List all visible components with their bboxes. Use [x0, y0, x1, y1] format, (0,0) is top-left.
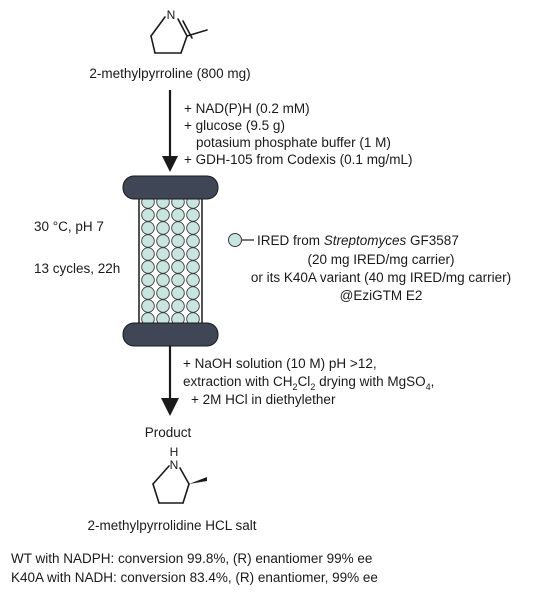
workup-extraction: extraction with CH2Cl2 drying with MgSO4…: [183, 374, 434, 392]
enzyme-bead: [156, 260, 170, 274]
enzyme-bead: [156, 234, 170, 248]
result-wt: WT with NADPH: conversion 99.8%, (R) ena…: [11, 551, 372, 566]
enzyme-loading-wt: (20 mg IRED/mg carrier): [307, 252, 454, 267]
enzyme-bead: [171, 208, 185, 222]
enzyme-bead: [171, 273, 185, 287]
workup-hcl: + 2M HCl in diethylether: [191, 392, 336, 407]
product-atom-h: H: [170, 445, 179, 459]
substrate-structure: N: [150, 8, 208, 54]
enzyme-source: IRED from Streptomyces GF3587: [257, 233, 459, 248]
enzyme-bead: [186, 299, 200, 313]
enzyme-bead: [141, 273, 155, 287]
reagent-gdh: + GDH-105 from Codexis (0.1 mg/mL): [184, 152, 412, 167]
enzyme-bead: [171, 234, 185, 248]
enzyme-bead: [186, 273, 200, 287]
enzyme-bead: [171, 221, 185, 235]
enzyme-bead: [171, 247, 185, 261]
substrate-name: 2-methylpyrroline (800 mg): [89, 66, 250, 81]
stereo-wedge-bond: [189, 477, 207, 484]
enzyme-bead: [141, 208, 155, 222]
condition-cycles: 13 cycles, 22h: [34, 261, 120, 276]
enzyme-bead: [141, 247, 155, 261]
reactor-bottom-cap: [122, 322, 219, 347]
enzyme-bead: [186, 234, 200, 248]
enzyme-bead: [156, 273, 170, 287]
enzyme-bead: [156, 286, 170, 300]
packed-bed-reactor: [122, 175, 219, 347]
condition-temperature: 30 °C, pH 7: [34, 219, 104, 234]
enzyme-loading-k40a: or its K40A variant (40 mg IRED/mg carri…: [251, 270, 511, 285]
enzyme-bead: [171, 260, 185, 274]
product-name: 2-methylpyrrolidine HCL salt: [87, 518, 256, 533]
enzyme-bead: [141, 260, 155, 274]
enzyme-bead: [186, 208, 200, 222]
bead-legend-icon: [228, 233, 242, 247]
result-k40a: K40A with NADH: conversion 83.4%, (R) en…: [11, 570, 378, 585]
product-structure: H N: [152, 445, 207, 504]
substrate-atom-n: N: [167, 8, 176, 22]
reagent-buffer: potasium phosphate buffer (1 M): [196, 135, 391, 150]
enzyme-bead: [141, 299, 155, 313]
enzyme-bead: [156, 299, 170, 313]
enzyme-bead: [186, 260, 200, 274]
enzyme-bead: [141, 286, 155, 300]
product-atom-n: N: [170, 458, 179, 472]
reactor-top-cap: [122, 175, 219, 200]
enzyme-bead: [141, 221, 155, 235]
reaction-arrowhead-1: [162, 156, 178, 172]
enzyme-bead: [171, 286, 185, 300]
enzyme-bead: [156, 247, 170, 261]
enzyme-bead: [156, 221, 170, 235]
enzyme-carrier: @EziGTM E2: [340, 288, 423, 303]
enzyme-bead: [186, 221, 200, 235]
enzyme-bead: [186, 247, 200, 261]
enzyme-bead: [156, 208, 170, 222]
enzyme-bead: [186, 286, 200, 300]
enzyme-bead: [171, 299, 185, 313]
reagent-nadph: + NAD(P)H (0.2 mM): [184, 101, 310, 116]
workup-naoh: + NaOH solution (10 M) pH >12,: [183, 356, 377, 371]
enzyme-bead: [141, 234, 155, 248]
reagent-glucose: + glucose (9.5 g): [184, 118, 285, 133]
product-label: Product: [145, 425, 192, 440]
reaction-arrowhead-2: [161, 398, 179, 416]
